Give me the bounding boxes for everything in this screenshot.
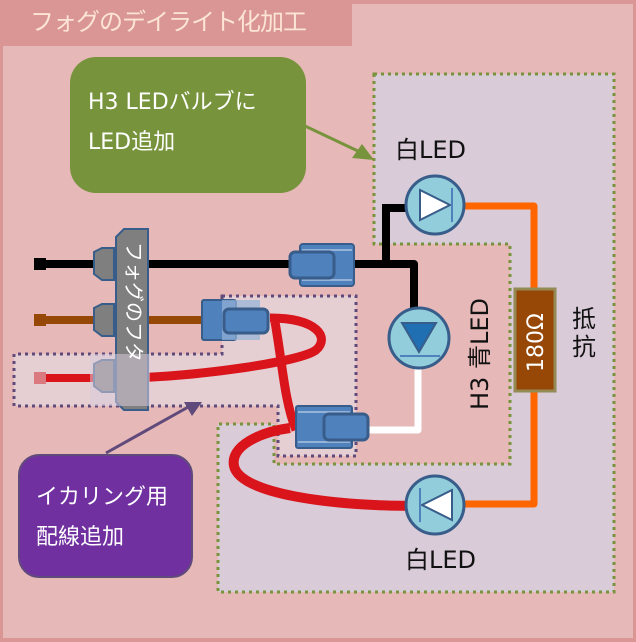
h3-callout-arrow	[304, 124, 361, 154]
h3-bulb-callout	[70, 57, 306, 193]
title-bar	[0, 0, 352, 46]
fog-cover-label: フォグのフタ	[122, 242, 146, 362]
led-white-top	[404, 174, 466, 236]
resistor-value-label: 180Ω	[524, 313, 549, 372]
ikaring-callout-arrowhead	[184, 402, 202, 416]
resistor-label: 抵抗	[572, 305, 596, 361]
fog-cover	[90, 228, 150, 411]
led-white-bottom	[404, 474, 466, 536]
right-border	[633, 0, 636, 642]
left-border	[0, 0, 3, 642]
connector-white	[295, 405, 370, 449]
bottom-led-label: 白LED	[405, 546, 477, 574]
blue-led-label: H3 青LED	[466, 298, 494, 410]
connector-black	[288, 243, 355, 287]
h3-callout-arrowhead	[352, 144, 374, 160]
wire-red	[34, 313, 421, 511]
wire-orange	[456, 202, 538, 508]
ikaring-callout	[18, 454, 193, 578]
top-led-label: 白LED	[395, 136, 467, 164]
ikaring-callout-arrow	[105, 404, 191, 455]
resistor	[513, 287, 557, 393]
ikaring-callout-line2: 配線追加	[36, 525, 125, 550]
h3-callout-line2: LED追加	[88, 130, 176, 155]
wire-white	[356, 350, 422, 434]
bottom-border	[0, 638, 636, 642]
page-title: フォグのデイライト化加工	[30, 8, 307, 36]
h3-callout-line1: H3 LEDバルブに	[88, 90, 257, 115]
led-blue	[387, 306, 451, 370]
ikaring-callout-line1: イカリング用	[36, 485, 169, 510]
connector-brown	[201, 299, 270, 341]
